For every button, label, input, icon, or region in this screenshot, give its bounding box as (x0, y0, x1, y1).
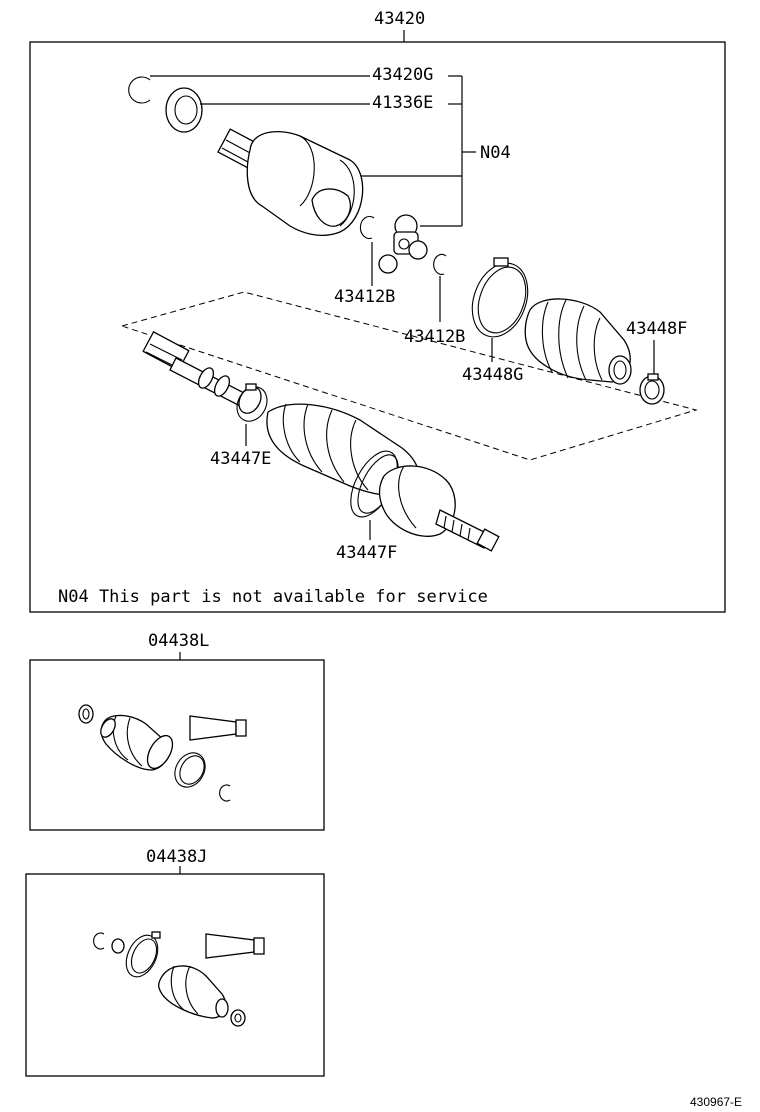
kit-l-band[interactable] (169, 747, 211, 792)
snap-ring-43412b-left[interactable] (359, 215, 375, 240)
kit-j-band[interactable] (120, 930, 164, 982)
callout-43420g[interactable]: 43420G (372, 65, 433, 85)
callout-43412b-right[interactable]: 43412B (404, 327, 465, 347)
inboard-boot[interactable] (524, 298, 632, 385)
kit-j-small-band[interactable] (230, 1009, 246, 1027)
kit-04438l: 04438L (29, 631, 325, 831)
seal-41336e-inner (174, 95, 198, 125)
kit-j-snap-ring[interactable] (111, 938, 125, 954)
kit-04438j: 04438J (25, 847, 325, 1077)
kit-04438j-frame (25, 873, 325, 1077)
inboard-joint-housing[interactable] (217, 128, 364, 236)
drive-shaft[interactable] (142, 331, 265, 417)
outboard-cv-joint[interactable] (378, 465, 500, 552)
callout-43448g[interactable]: 43448G (462, 365, 523, 385)
clamp-43447e[interactable] (231, 382, 273, 427)
callout-43448f[interactable]: 43448F (626, 319, 687, 339)
assembly-group: 43420 43420G 41336E N04 (29, 9, 726, 613)
assembly-frame (29, 41, 726, 613)
kit-04438l-frame (29, 659, 325, 831)
kit-j-grease-tube[interactable] (205, 933, 265, 959)
kit-j-clip[interactable] (93, 932, 105, 950)
n04-note: N04 This part is not available for servi… (58, 587, 488, 607)
kit-l-clip[interactable] (219, 784, 231, 802)
callout-43447e[interactable]: 43447E (210, 449, 271, 469)
callout-43412b-left[interactable]: 43412B (334, 287, 395, 307)
kit-j-boot[interactable] (158, 965, 229, 1019)
kit-l-snap-ring[interactable] (78, 704, 94, 724)
tripod-spider[interactable] (378, 214, 428, 274)
callout-04438l[interactable]: 04438L (148, 631, 209, 651)
snap-ring-43412b-right[interactable] (433, 253, 447, 275)
callout-04438j[interactable]: 04438J (146, 847, 207, 867)
boot-kit-region (120, 291, 698, 461)
callout-41336e[interactable]: 41336E (372, 93, 433, 113)
outboard-boot[interactable] (266, 403, 420, 497)
callout-43420[interactable]: 43420 (374, 9, 425, 29)
callout-43447f[interactable]: 43447F (336, 543, 397, 563)
band-clamp-43448f[interactable] (639, 373, 665, 405)
snap-ring-43420g[interactable] (128, 76, 151, 104)
callout-n04[interactable]: N04 (480, 143, 511, 163)
figure-reference: 430967-E (690, 1095, 742, 1109)
kit-l-grease-tube[interactable] (189, 715, 247, 741)
band-clamp-43448g[interactable] (463, 255, 538, 344)
kit-l-boot[interactable] (98, 714, 178, 772)
